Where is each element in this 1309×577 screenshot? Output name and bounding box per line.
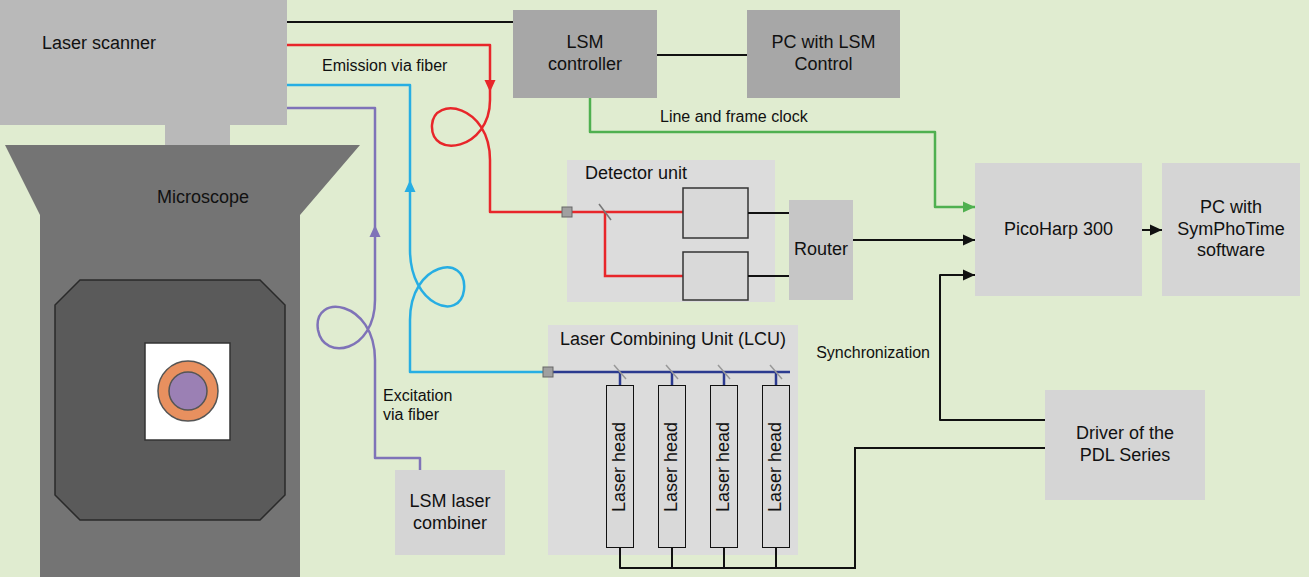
- sample-ring: [158, 361, 218, 421]
- connector-line: [287, 21, 513, 23]
- arrowhead: [405, 180, 416, 192]
- node-label: Driver of the PDL Series: [1068, 423, 1183, 466]
- arrowhead: [963, 202, 975, 213]
- arrowhead: [963, 235, 975, 246]
- combiner-box: LSM laser combiner: [395, 470, 505, 555]
- fiber-port: [562, 207, 572, 217]
- node-label: Microscope: [157, 187, 249, 209]
- connector: [657, 55, 747, 56]
- node-label: PicoHarp 300: [1004, 219, 1113, 241]
- connector: [853, 235, 975, 246]
- detector-panel: Detector unit: [567, 160, 775, 302]
- connector: [776, 448, 1045, 568]
- node-label: Detector unit: [585, 163, 687, 185]
- router-box: Router: [789, 200, 853, 300]
- edge-label: Emission via fiber: [322, 56, 482, 75]
- edge-label-box: Emission via fiber: [322, 56, 482, 75]
- scanner-mount: [165, 124, 230, 146]
- edge-label-box: Line and frame clock: [660, 107, 850, 126]
- node-label: LSM laser combiner: [403, 491, 498, 534]
- vertical-label: Laser head: [714, 421, 734, 511]
- vertical-label: Laser head: [610, 421, 630, 511]
- controller-box: LSM controller: [513, 10, 657, 98]
- edge-label-box: Synchronization: [760, 343, 930, 362]
- edge-label: Synchronization: [760, 343, 930, 362]
- node-label: Router: [794, 239, 848, 261]
- connector: [287, 85, 548, 372]
- tcspc-box: PicoHarp 300: [975, 163, 1142, 296]
- connector-line: [853, 239, 975, 241]
- arrowhead: [963, 270, 975, 281]
- node-label: PC with SymPhoTime software: [1171, 197, 1291, 262]
- laser-head: Laser head: [658, 385, 686, 548]
- arrowhead: [370, 225, 381, 237]
- arrowhead: [485, 80, 496, 92]
- stage-plate: [55, 280, 285, 520]
- laser-head: Laser head: [606, 385, 634, 548]
- microscope: Microscope: [0, 145, 362, 577]
- trigger-wire: [620, 547, 776, 556]
- lcu-panel: Laser Combining Unit (LCU) Laser head Lase…: [548, 325, 798, 555]
- pc-box: PC with LSM Control: [747, 10, 900, 98]
- sample: [169, 372, 207, 410]
- arrowhead: [1150, 225, 1162, 236]
- node-label: LSM controller: [535, 32, 635, 75]
- pc-box: PC with SymPhoTime software: [1162, 163, 1300, 296]
- microscope-outline: [5, 145, 360, 577]
- signal-wire: [748, 213, 775, 276]
- beam-path: [553, 372, 790, 385]
- connector: [1142, 225, 1162, 236]
- sample-window: [145, 343, 230, 440]
- vertical-label: Laser head: [662, 421, 682, 511]
- connector: [775, 213, 789, 276]
- node-label: Laser scanner: [42, 33, 156, 55]
- vertical-label: Laser head: [766, 421, 786, 511]
- detector-box: [683, 252, 748, 300]
- connector-line: [657, 54, 747, 56]
- detector-box: [683, 188, 748, 238]
- laser-head: Laser head: [762, 385, 790, 548]
- edge-label: Line and frame clock: [660, 107, 850, 126]
- dichroic-mirror: [614, 365, 782, 379]
- fiber-split: [572, 212, 683, 276]
- microscope-body: [0, 145, 362, 577]
- connector-line: [287, 85, 548, 372]
- laser-head: Laser head: [710, 385, 738, 548]
- driver-box: Driver of the PDL Series: [1045, 390, 1205, 500]
- edge-label-box: Excitation via fiber: [383, 386, 473, 424]
- connector-line: [940, 275, 1045, 420]
- connector: [287, 22, 513, 23]
- beam-splitter: [599, 204, 611, 220]
- node-label: PC with LSM Control: [766, 32, 881, 75]
- connector-line: [775, 213, 789, 276]
- connector-line: [776, 448, 1045, 568]
- node-label: Laser Combining Unit (LCU): [560, 329, 786, 351]
- fiber-port: [543, 367, 553, 377]
- scanner-box: Laser scanner: [0, 0, 287, 125]
- edge-label: Excitation via fiber: [383, 386, 473, 424]
